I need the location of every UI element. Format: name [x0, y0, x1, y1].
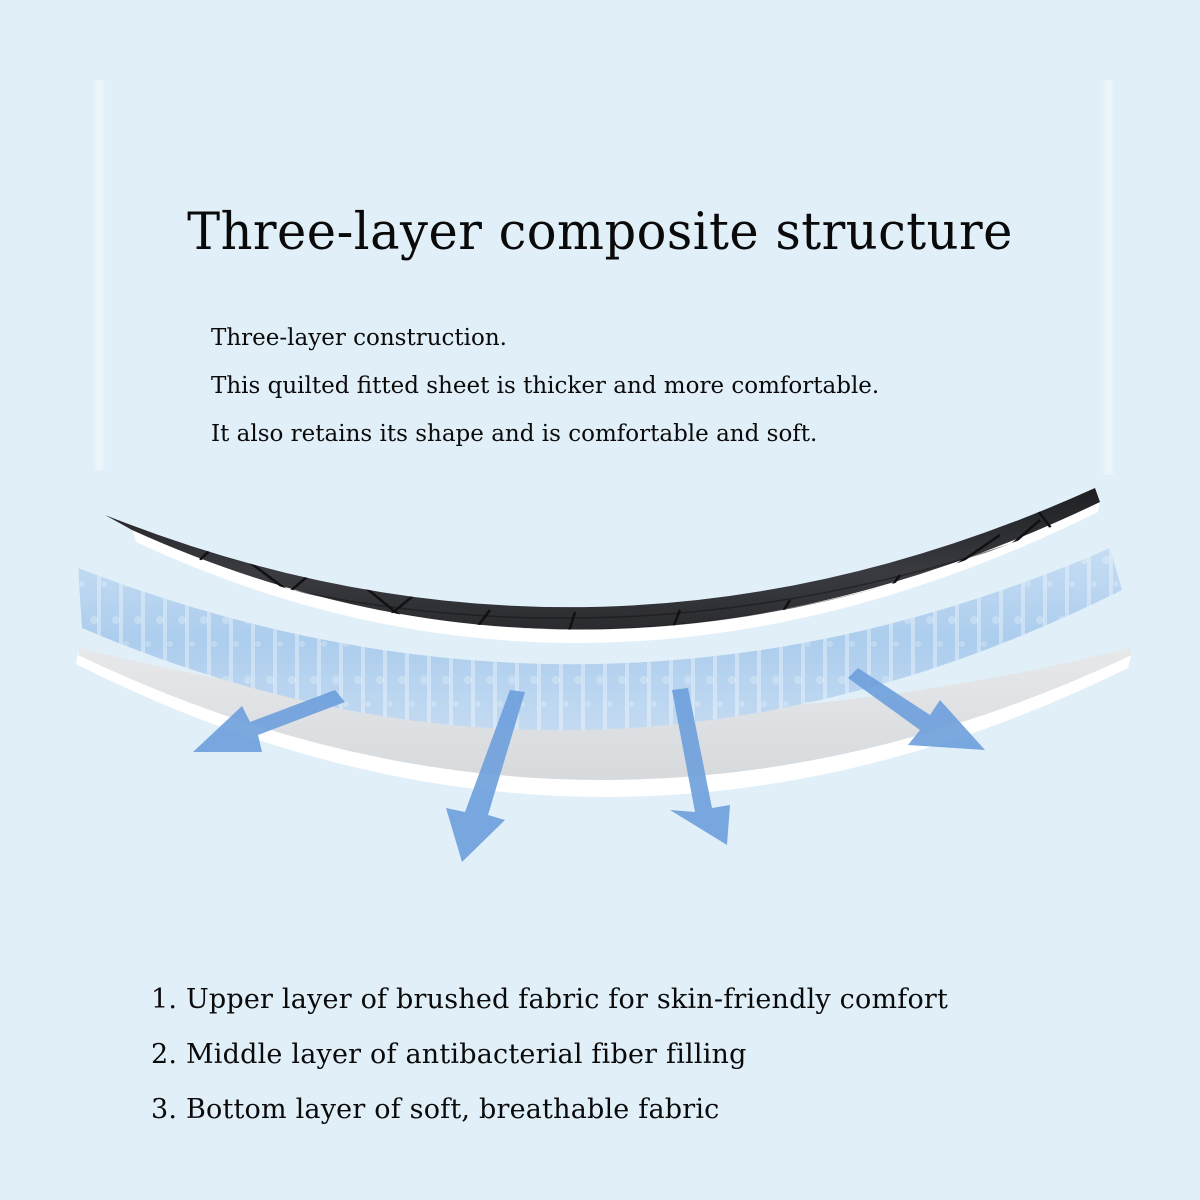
- intro-line: Three-layer construction.: [211, 325, 507, 351]
- quilt-stitch: [199, 519, 241, 561]
- intro-line: This quilted fitted sheet is thicker and…: [211, 373, 880, 399]
- page-title: Three-layer composite structure: [187, 203, 1013, 262]
- quilt-stitch: [658, 609, 682, 630]
- airflow-arrows: [193, 668, 985, 862]
- intro-text-block: Three-layer construction. This quilted f…: [211, 314, 879, 458]
- feature-item: 1. Upper layer of brushed fabric for ski…: [151, 984, 949, 1015]
- upper-layer-surface: [105, 488, 1100, 630]
- airflow-arrow-icon: [193, 690, 345, 752]
- feature-item: 3. Bottom layer of soft, breathable fabr…: [151, 1094, 720, 1125]
- intro-line: It also retains its shape and is comfort…: [211, 421, 818, 447]
- airflow-arrow-icon: [848, 668, 985, 750]
- airflow-arrow-icon: [670, 688, 730, 845]
- feature-item: 2. Middle layer of antibacterial fiber f…: [151, 1039, 747, 1070]
- feature-list: 1. Upper layer of brushed fabric for ski…: [151, 972, 948, 1137]
- decorative-edge-line-left: [92, 80, 106, 470]
- layer-structure-illustration: [76, 488, 1132, 862]
- bottom-layer-white-rim: [76, 652, 1132, 798]
- airflow-arrow-icon: [446, 690, 525, 862]
- quilt-stitch: [558, 611, 577, 630]
- decorative-edge-line-right: [1102, 80, 1116, 475]
